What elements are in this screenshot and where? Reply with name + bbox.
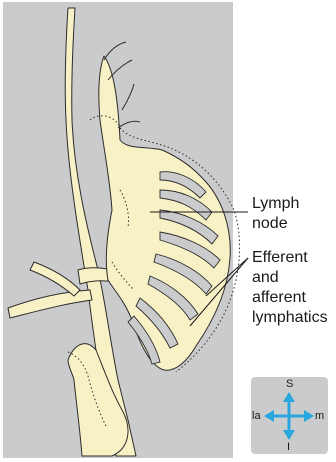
compass-superior-label: S <box>286 378 293 390</box>
compass-lateral-label: la <box>252 410 261 422</box>
lymph-node-label-line2: node <box>252 215 288 233</box>
compass-medial-label: m <box>315 410 324 422</box>
lymphatics-label-line1: Efferent <box>252 249 308 267</box>
compass-inferior-label: I <box>287 441 290 453</box>
left-side-branch <box>30 262 80 296</box>
lymphatics-label-line4: lymphatics <box>252 309 328 327</box>
lymphatics-label-line2: and <box>252 269 279 287</box>
orientation-compass: S I la m <box>251 377 328 454</box>
lymph-node-label-line1: Lymph <box>252 195 299 213</box>
lymphatics-label-line3: afferent <box>252 289 306 307</box>
lower-left-branch <box>8 290 92 318</box>
